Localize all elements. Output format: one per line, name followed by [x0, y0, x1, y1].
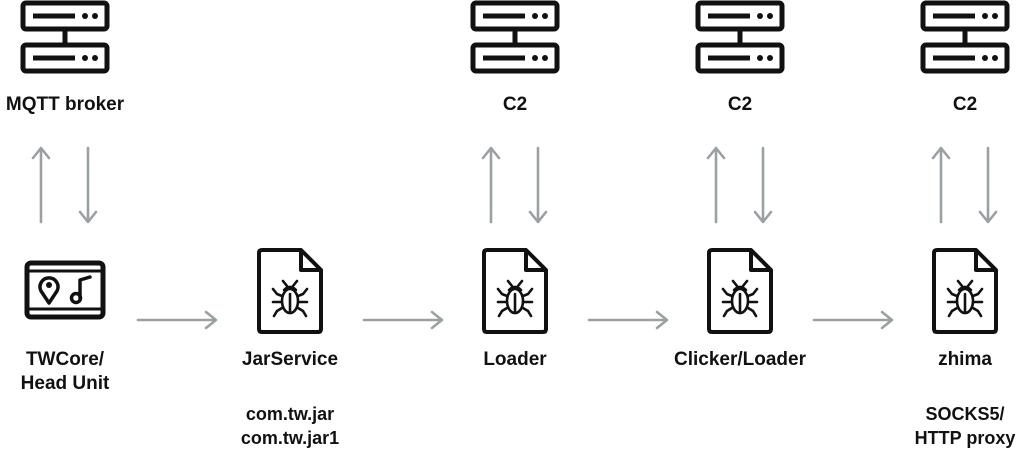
package-name-2: com.tw.jar1: [240, 428, 340, 448]
arrow-loader-to-clicker: [587, 310, 669, 330]
node-label-clicker: Clicker/Loader: [655, 348, 825, 372]
server-icon-mqtt: [23, 3, 107, 71]
malware-file-icon-jarservice: [257, 248, 323, 334]
arrow-up-to-c2-clicker: [706, 146, 726, 224]
node-label-headunit-line1: TWCore/: [25, 349, 105, 370]
server-label-c2-zhima: C2: [952, 94, 978, 115]
arrow-jarservice-to-loader: [362, 310, 444, 330]
node-sublabel-zhima: SOCKS5/ HTTP proxy: [880, 402, 1024, 450]
malware-file-icon-clicker: [707, 248, 773, 334]
node-label-headunit-line2: Head Unit: [20, 373, 110, 394]
node-label-jarservice: JarService: [205, 348, 375, 372]
server-icon-c2-clicker: [698, 3, 782, 71]
arrow-down-from-mqtt: [78, 146, 98, 224]
malware-file-icon-zhima: [932, 248, 998, 334]
server-label-mqtt: MQTT broker: [5, 94, 125, 115]
proxy-type-line2: HTTP proxy: [914, 428, 1016, 448]
server-label-c2-clicker: C2: [727, 94, 753, 115]
package-name-1: com.tw.jar: [245, 404, 335, 424]
arrow-up-to-mqtt: [31, 146, 51, 224]
server-icon-c2-loader: [473, 3, 557, 71]
server-label-c2-loader: C2: [502, 94, 528, 115]
arrow-headunit-to-jarservice: [136, 310, 218, 330]
arrow-down-from-c2-loader: [528, 146, 548, 224]
malware-file-icon-loader: [482, 248, 548, 334]
arrow-up-to-c2-loader: [481, 146, 501, 224]
node-label-headunit: TWCore/ Head Unit: [0, 348, 150, 396]
head-unit-icon: [24, 260, 106, 320]
arrow-clicker-to-zhima: [812, 310, 894, 330]
arrow-down-from-c2-zhima: [978, 146, 998, 224]
arrow-up-to-c2-zhima: [931, 146, 951, 224]
node-label-loader-line1: Loader: [483, 349, 547, 370]
node-label-clicker-line1: Clicker/Loader: [674, 349, 806, 370]
arrow-down-from-c2-clicker: [753, 146, 773, 224]
proxy-type-line1: SOCKS5/: [925, 404, 1005, 424]
node-label-zhima-line1: zhima: [938, 349, 992, 370]
server-icon-c2-zhima: [923, 3, 1007, 71]
node-label-loader: Loader: [430, 348, 600, 372]
node-label-jarservice-line1: JarService: [241, 349, 339, 370]
node-sublabel-jarservice: com.tw.jar com.tw.jar1: [205, 402, 375, 450]
node-label-zhima: zhima: [880, 348, 1024, 372]
